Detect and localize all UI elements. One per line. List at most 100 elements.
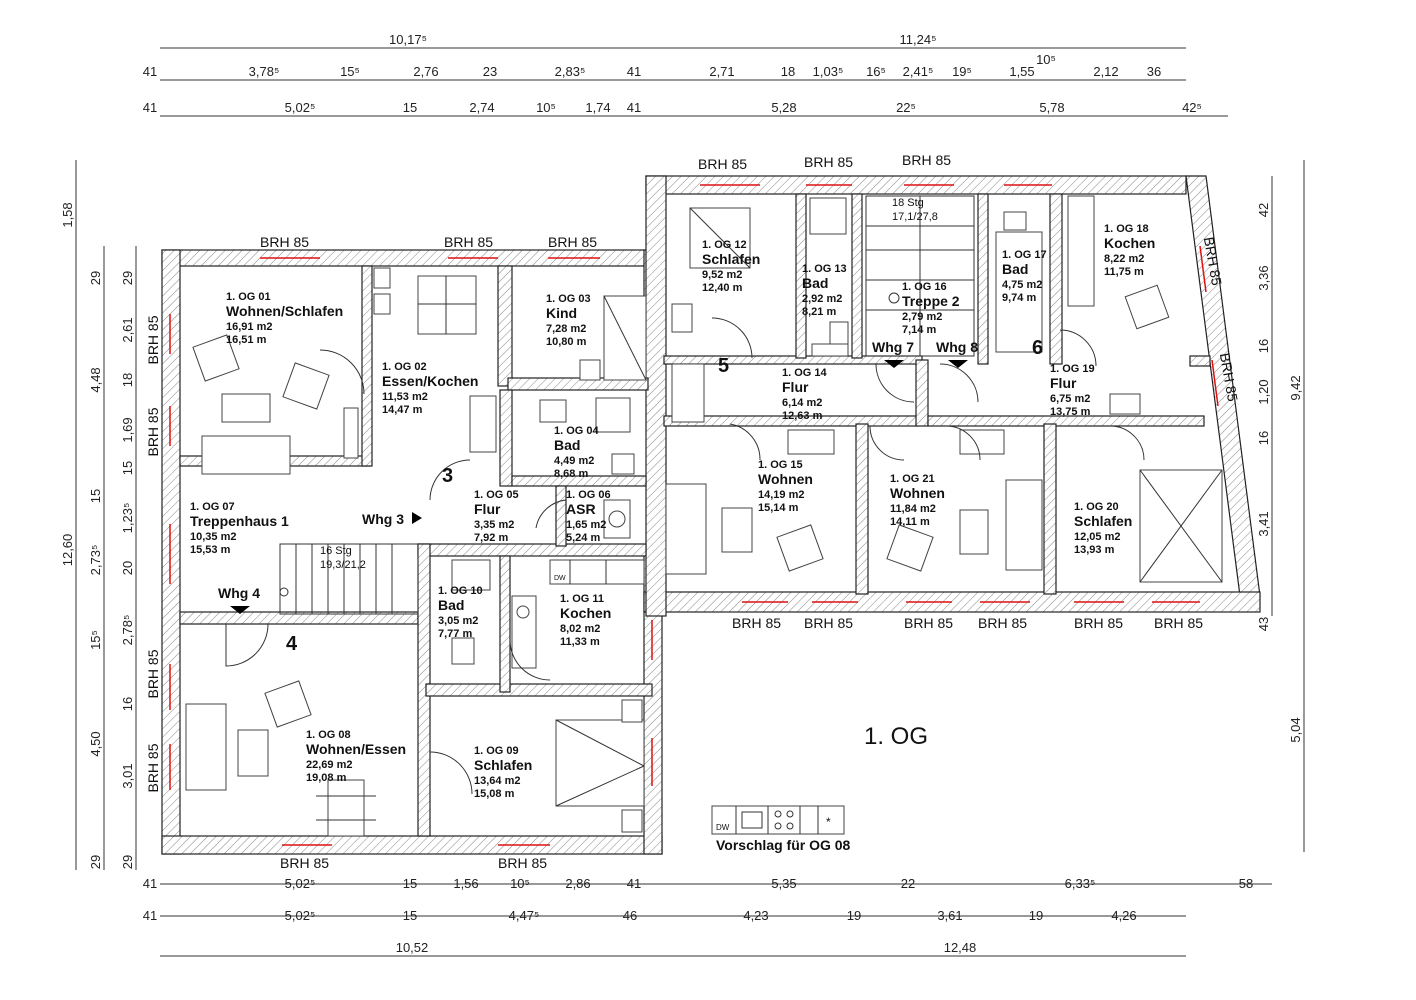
dim-left-inner: 3,01 [120, 763, 135, 788]
whg-label: Whg 7 [872, 339, 914, 355]
room-og10: 1. OG 10 Bad 3,05 m2 7,77 m [438, 585, 483, 640]
room-og12: 1. OG 12 Schlafen 9,52 m2 12,40 m [702, 239, 760, 294]
brh-labels: BRH 85 BRH 85 BRH 85 BRH 85 BRH 85 BRH 8… [145, 152, 1241, 871]
room-id: 1. OG 11 [560, 593, 604, 605]
brh-label: BRH 85 [904, 615, 953, 631]
dim-bottom-2: 5,02⁵ [285, 908, 316, 923]
dim-bottom-1: 2,86 [565, 876, 590, 891]
dim-bottom-2: 3,61 [937, 908, 962, 923]
room-og11: 1. OG 11 Kochen 8,02 m2 11,33 m [560, 593, 611, 648]
brh-label: BRH 85 [804, 154, 853, 170]
dim-left-mid: 15 [88, 489, 103, 503]
dim-bottom-2: 19 [847, 908, 861, 923]
dim-bottom-1: 41 [143, 876, 157, 891]
room-perimeter: 11,33 m [560, 636, 600, 648]
room-name: Schlafen [474, 757, 532, 773]
room-og15: 1. OG 15 Wohnen 14,19 m2 15,14 m [758, 459, 813, 514]
dim-bottom-1: 5,02⁵ [285, 876, 316, 891]
dim-left-mid: 4,50 [88, 731, 103, 756]
apartment-number: 6 [1032, 337, 1043, 359]
dim-top-2: 15⁵ [340, 64, 360, 79]
stairs-1 [279, 543, 419, 615]
room-perimeter: 14,11 m [890, 516, 930, 528]
dim-top-2: 2,76 [413, 64, 438, 79]
brh-label: BRH 85 [280, 855, 329, 871]
room-area: 16,91 m2 [226, 321, 272, 333]
room-area: 3,05 m2 [438, 615, 478, 627]
dim-left-inner: 20 [120, 561, 135, 575]
brh-label: BRH 85 [732, 615, 781, 631]
dim-left-inner: 1,69 [120, 417, 135, 442]
windows [169, 184, 1219, 846]
dim-bottom-2: 46 [623, 908, 637, 923]
dimension-lines: 10,17⁵ 11,24⁵ 41 3,78⁵ 15⁵ 2,76 23 2,83⁵… [60, 32, 1305, 957]
dim-left-outer: 1,58 [60, 202, 75, 227]
room-perimeter: 15,08 m [474, 788, 515, 800]
proposal-label: Vorschlag für OG 08 [716, 837, 851, 853]
room-name: Bad [1002, 261, 1028, 277]
dim-bottom-2: 4,23 [743, 908, 768, 923]
dim-top-2: 2,83⁵ [555, 64, 586, 79]
room-perimeter: 15,14 m [758, 502, 799, 514]
room-area: 4,75 m2 [1002, 279, 1042, 291]
room-name: Treppenhaus 1 [190, 513, 289, 529]
dishwasher-label: DW [554, 575, 566, 582]
apartment-number: 3 [442, 465, 453, 487]
dim-left-inner: 15 [120, 461, 135, 475]
room-name: Flur [1050, 375, 1077, 391]
brh-label: BRH 85 [902, 152, 951, 168]
room-perimeter: 15,53 m [190, 544, 231, 556]
room-id: 1. OG 02 [382, 361, 427, 373]
brh-label: BRH 85 [145, 407, 161, 456]
room-area: 13,64 m2 [474, 775, 520, 787]
brh-label: BRH 85 [498, 855, 547, 871]
dim-bottom-2: 19 [1029, 908, 1043, 923]
dim-right-inner: 1,20 [1256, 379, 1271, 404]
room-name: Kochen [560, 605, 611, 621]
dim-top-2: 2,71 [709, 64, 734, 79]
dim-top-2: 18 [781, 64, 795, 79]
dim-top-2: 41 [143, 64, 157, 79]
room-perimeter: 8,68 m [554, 468, 588, 480]
room-id: 1. OG 15 [758, 459, 803, 471]
room-area: 8,02 m2 [560, 623, 600, 635]
room-og14: 1. OG 14 Flur 6,14 m2 12,63 m [782, 367, 828, 422]
room-name: Schlafen [702, 251, 760, 267]
room-perimeter: 13,93 m [1074, 544, 1115, 556]
room-area: 2,92 m2 [802, 293, 842, 305]
room-labels: 1. OG 01 Wohnen/Schlafen 16,91 m2 16,51 … [190, 223, 1155, 800]
room-perimeter: 7,92 m [474, 532, 508, 544]
room-perimeter: 10,80 m [546, 336, 587, 348]
brh-label: BRH 85 [145, 743, 161, 792]
room-perimeter: 9,74 m [1002, 292, 1036, 304]
stair-steps: 16 Stg [320, 545, 352, 557]
brh-label: BRH 85 [978, 615, 1027, 631]
dim-right-inner: 3,36 [1256, 265, 1271, 290]
dim-right-outer: 5,04 [1288, 717, 1303, 742]
room-perimeter: 12,63 m [782, 410, 823, 422]
brh-label: BRH 85 [444, 234, 493, 250]
dim-top-2: 2,41⁵ [903, 64, 934, 79]
furniture: DW * DW [185, 195, 1223, 837]
whg-label: Whg 8 [936, 339, 978, 355]
room-area: 12,05 m2 [1074, 531, 1120, 543]
room-og18: 1. OG 18 Kochen 8,22 m2 11,75 m [1104, 223, 1155, 278]
dim-left-mid: 29 [88, 855, 103, 869]
dim-top-3: 41 [143, 100, 157, 115]
room-name: Wohnen/Schlafen [226, 303, 343, 319]
whg-label: Whg 4 [218, 585, 260, 601]
kitchen-11-counter-icon: DW [554, 560, 607, 584]
brh-label: BRH 85 [548, 234, 597, 250]
room-perimeter: 19,08 m [306, 772, 347, 784]
arrow-down-icon [884, 360, 904, 368]
dim-top-2: 2,12 [1093, 64, 1118, 79]
room-perimeter: 5,24 m [566, 532, 600, 544]
room-name: Bad [554, 437, 580, 453]
dim-left-inner: 29 [120, 855, 135, 869]
room-id: 1. OG 08 [306, 729, 351, 741]
room-perimeter: 7,14 m [902, 324, 936, 336]
dim-left-inner: 18 [120, 373, 135, 387]
room-og09: 1. OG 09 Schlafen 13,64 m2 15,08 m [474, 745, 532, 800]
dim-top-3: 15 [403, 100, 417, 115]
